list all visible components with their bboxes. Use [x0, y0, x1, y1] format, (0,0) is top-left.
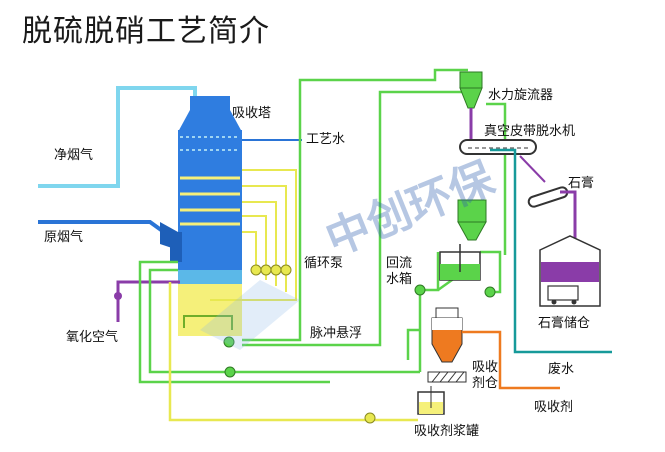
spray-levels	[180, 136, 240, 226]
page-title: 脱硫脱硝工艺简介	[22, 14, 270, 49]
label-absorbent: 吸收剂	[534, 400, 574, 415]
absorbent-return-pipe	[168, 282, 418, 422]
label-process-water: 工艺水	[306, 132, 346, 147]
slurry-pipes	[138, 68, 507, 384]
absorbent-slurry-tank	[417, 386, 445, 415]
label-absorbent-slurry-tank: 吸收剂浆罐	[414, 424, 480, 439]
label-gypsum: 石膏	[568, 176, 595, 191]
label-gypsum-silo: 石膏储仓	[538, 316, 591, 331]
label-vacuum-belt: 真空皮带脱水机	[484, 124, 576, 139]
waste-water-pipe	[490, 148, 612, 354]
watermark-logo: 中创环保	[319, 152, 502, 266]
circulation-pipes	[210, 169, 297, 301]
absorbent-silo	[431, 307, 560, 390]
gypsum-silo	[539, 235, 601, 307]
label-absorbent-silo-2: 剂仓	[472, 376, 499, 391]
label-pulse-suspension: 脉冲悬浮	[310, 326, 363, 341]
label-circulation-pump: 循环泵	[304, 256, 344, 271]
label-absorber-tower: 吸收塔	[232, 106, 272, 121]
return-water-tank	[439, 244, 481, 281]
hydrocyclone	[459, 71, 483, 140]
label-clean-flue-gas: 净烟气	[54, 148, 94, 163]
vacuum-belt	[459, 139, 577, 240]
label-oxidation-air: 氧化空气	[66, 330, 119, 345]
circulation-pumps	[250, 264, 292, 276]
screw-feeder	[427, 371, 467, 383]
label-return-water-1: 回流	[386, 256, 413, 271]
label-absorbent-silo-1: 吸收	[472, 360, 499, 375]
label-hydrocyclone: 水力旋流器	[488, 88, 554, 103]
absorber-tower	[160, 96, 242, 336]
label-return-water-2: 水箱	[386, 272, 413, 287]
oxidation-air-pipe	[116, 280, 180, 322]
label-waste-water: 废水	[548, 362, 575, 377]
label-raw-flue-gas: 原烟气	[44, 230, 84, 245]
filtrate-hopper	[457, 199, 487, 241]
clean-flue-gas-pipe	[38, 86, 197, 188]
